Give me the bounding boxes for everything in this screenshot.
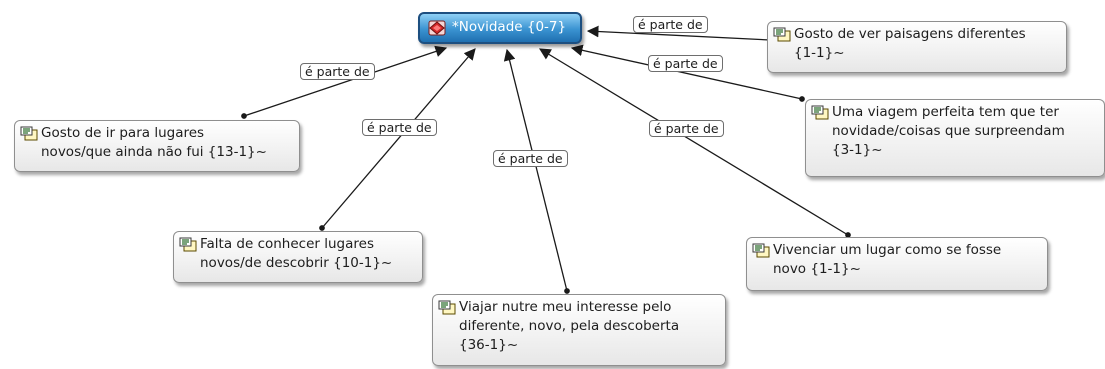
quotation-icon xyxy=(438,300,456,315)
node-falta-conhecer[interactable]: Falta de conhecer lugares novos/de desco… xyxy=(173,231,423,283)
quotation-icon xyxy=(773,27,791,42)
node-gosto-ver-paisagens[interactable]: Gosto de ver paisagens diferentes {1-1}~ xyxy=(767,21,1067,73)
edge-label: é parte de xyxy=(649,120,724,137)
node-vivenciar-lugar[interactable]: Vivenciar um lugar como se fosse novo {1… xyxy=(746,237,1048,291)
edge-label: é parte de xyxy=(493,150,568,167)
quotation-icon xyxy=(20,126,38,141)
edge-label: é parte de xyxy=(300,63,375,80)
node-label: Gosto de ir para lugares novos/que ainda… xyxy=(41,125,267,160)
edge-gosto-ver-paisagens xyxy=(586,25,771,41)
root-label: *Novidade {0-7} xyxy=(452,19,567,35)
edge-label: é parte de xyxy=(648,55,723,72)
node-viagem-perfeita[interactable]: Uma viagem perfeita tem que ter novidade… xyxy=(805,99,1105,177)
quotation-icon xyxy=(179,237,197,252)
node-label: Viajar nutre meu interesse pelo diferent… xyxy=(459,299,680,353)
quotation-icon xyxy=(752,243,770,258)
node-label: Uma viagem perfeita tem que ter novidade… xyxy=(832,104,1065,158)
node-viajar-nutre[interactable]: Viajar nutre meu interesse pelo diferent… xyxy=(432,294,726,366)
code-family-icon xyxy=(428,20,446,36)
quotation-icon xyxy=(811,105,829,120)
edge-falta-conhecer xyxy=(321,48,476,229)
root-code-node[interactable]: *Novidade {0-7} xyxy=(418,12,582,44)
node-label: Falta de conhecer lugares novos/de desco… xyxy=(200,236,393,271)
node-label: Gosto de ver paisagens diferentes {1-1}~ xyxy=(794,26,1026,61)
edge-label: é parte de xyxy=(362,119,437,136)
edge-vivenciar-lugar xyxy=(538,48,849,236)
node-label: Vivenciar um lugar como se fosse novo {1… xyxy=(773,242,1002,277)
edge-gosto-ir-lugares xyxy=(243,45,448,117)
node-gosto-ir-lugares[interactable]: Gosto de ir para lugares novos/que ainda… xyxy=(14,120,300,172)
edge-viagem-perfeita xyxy=(570,44,803,100)
edge-viajar-nutre xyxy=(503,48,568,292)
edge-label: é parte de xyxy=(633,16,708,33)
